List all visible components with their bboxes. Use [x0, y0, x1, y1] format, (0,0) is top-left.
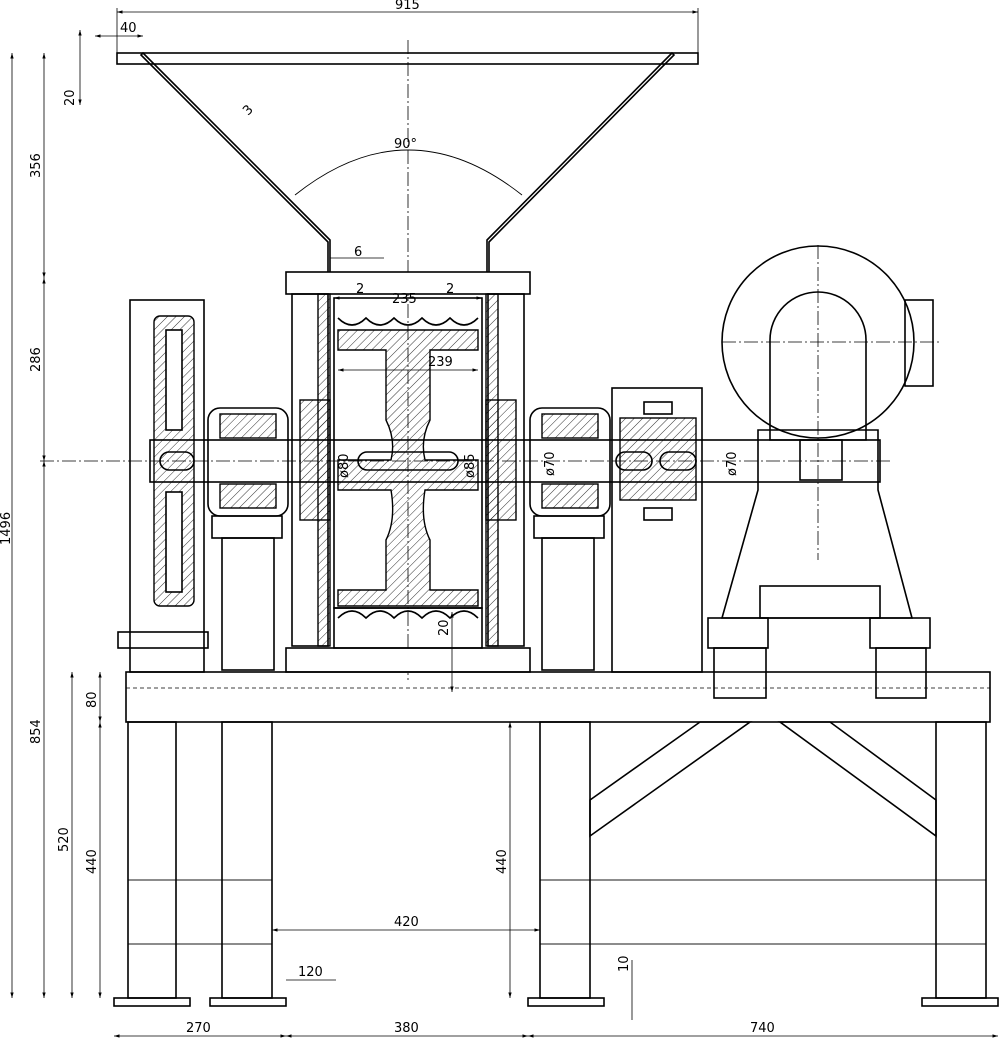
rotor: [337, 316, 479, 620]
dim-2-left: 2: [356, 282, 364, 297]
rotor-teeth-top: [337, 316, 479, 326]
rotor-body: [337, 329, 479, 607]
motor-hub: [799, 439, 843, 481]
dim-235: 235: [392, 292, 417, 307]
frame-leg-4: [935, 721, 987, 999]
motor-stand-plate: [759, 585, 881, 619]
left-bearing-top: [219, 413, 277, 439]
dim-3: 3: [240, 102, 256, 118]
right-bearing-base: [533, 515, 605, 539]
motor-bracket-top: [769, 291, 867, 441]
support-frame: [113, 671, 999, 1007]
left-bearing: [207, 407, 289, 671]
motor: [707, 245, 940, 699]
motor-terminal-box: [904, 299, 934, 387]
dim-286: 286: [29, 347, 44, 372]
dim-20-top: 20: [63, 89, 78, 106]
left-bearing-pedestal: [221, 537, 275, 671]
right-bearing-top: [541, 413, 599, 439]
housing-top-flange: [285, 271, 531, 295]
dim-380: 380: [394, 1021, 419, 1036]
dim-440-mid: 440: [495, 849, 510, 874]
frame-lower-beam-right: [539, 879, 987, 945]
frame-top-beam: [125, 671, 991, 723]
pulley-wheel: [153, 315, 195, 607]
pulley-window-bottom: [165, 491, 183, 593]
dimension-labels: 915 40 20 3 90° 356 6 2 2 235 239 286 14…: [0, 0, 775, 1036]
angle-arc: [294, 149, 523, 196]
dim-520: 520: [57, 827, 72, 852]
dim-6: 6: [354, 245, 362, 260]
frame-lower-beam-left: [127, 879, 273, 945]
dim-239: 239: [428, 355, 453, 370]
right-bearing-pedestal: [541, 537, 595, 671]
dim-d70-left: ø70: [543, 452, 558, 477]
pulley-assembly: [117, 299, 209, 673]
pulley-window-top: [165, 329, 183, 431]
hopper-flange: [116, 52, 699, 65]
dim-d70-right: ø70: [725, 452, 740, 477]
housing-lower-chamber: [333, 607, 483, 649]
right-seal: [485, 399, 517, 521]
dim-d85: ø85: [463, 454, 478, 479]
left-bearing-bottom: [219, 483, 277, 509]
coupling-bolt-top: [643, 401, 673, 415]
dim-80: 80: [85, 691, 100, 708]
motor-pedestal-left: [713, 647, 767, 699]
dim-740: 740: [750, 1021, 775, 1036]
dim-270: 270: [186, 1021, 211, 1036]
dim-440-left: 440: [85, 849, 100, 874]
motor-foot-right: [869, 617, 931, 649]
coupling-bolt-bottom: [643, 507, 673, 521]
right-bearing-bottom: [541, 483, 599, 509]
frame-brace-right: [777, 721, 937, 838]
dim-10: 10: [617, 955, 632, 972]
coupling: [611, 387, 703, 673]
hopper-right-wall: [486, 51, 676, 281]
dimension-lines: [10, 8, 998, 1038]
frame-brace-left: [589, 721, 753, 838]
dim-1496: 1496: [0, 512, 14, 545]
rotor-key: [357, 451, 459, 471]
dim-d80: ø80: [337, 454, 352, 479]
housing-base: [285, 647, 531, 673]
dim-120: 120: [298, 965, 323, 980]
dim-854: 854: [29, 719, 44, 744]
foot-plate-4: [921, 997, 999, 1007]
right-bearing: [529, 407, 611, 671]
dim-915: 915: [395, 0, 420, 13]
left-bearing-base: [211, 515, 283, 539]
frame-leg-2: [221, 721, 273, 999]
frame-leg-3: [539, 721, 591, 999]
motor-stand: [720, 429, 914, 619]
frame-leg-1: [127, 721, 177, 999]
dim-40: 40: [120, 21, 137, 36]
motor-pedestal-right: [875, 647, 927, 699]
foot-plate-3: [527, 997, 605, 1007]
dim-356: 356: [29, 153, 44, 178]
dim-2-right: 2: [446, 282, 454, 297]
dim-20-lower: 20: [437, 619, 452, 636]
foot-plate-2: [209, 997, 287, 1007]
motor-foot-left: [707, 617, 769, 649]
coupling-body: [619, 417, 697, 501]
hopper-left-wall: [139, 51, 331, 281]
housing-seals: [299, 399, 517, 521]
left-seal: [299, 399, 331, 521]
pulley-guard-bracket: [117, 631, 209, 649]
dim-420: 420: [394, 915, 419, 930]
dim-90-deg: 90°: [394, 137, 417, 152]
foot-plate-1: [113, 997, 191, 1007]
